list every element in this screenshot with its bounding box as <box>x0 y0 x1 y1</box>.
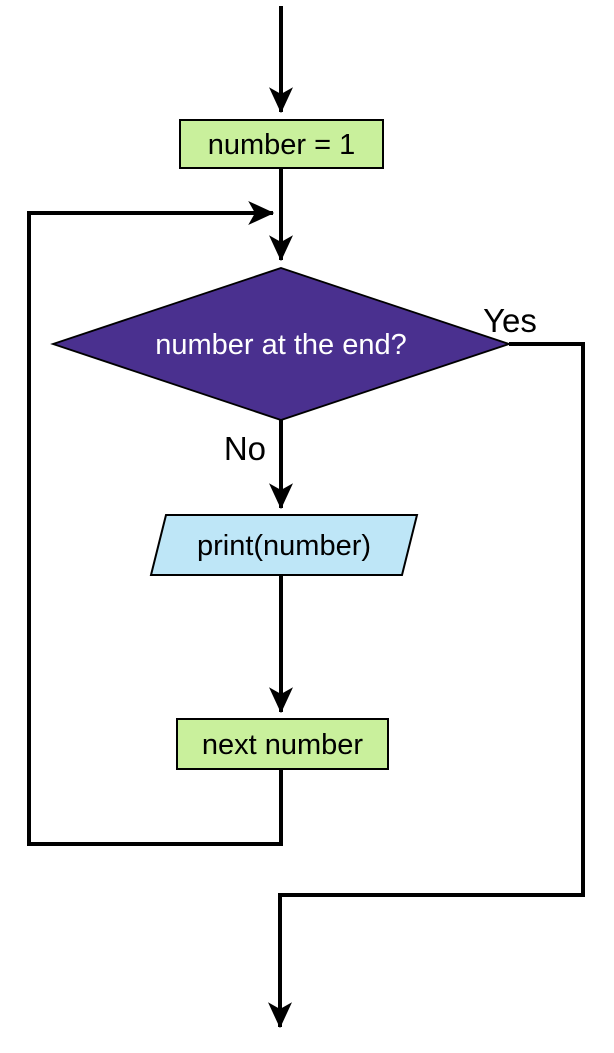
node-print-label: print(number) <box>197 530 371 562</box>
edge-yes-branch-exit <box>268 342 585 1029</box>
edge-label-no: No <box>224 430 266 467</box>
node-decision-label: number at the end? <box>155 329 407 361</box>
edge-loop-back <box>27 201 283 846</box>
node-init-box <box>179 119 384 169</box>
node-print-parallelogram <box>149 514 419 576</box>
node-decision-diamond <box>50 267 512 421</box>
node-next-box <box>176 718 389 770</box>
node-init-label: number = 1 <box>208 129 356 161</box>
edge-label-yes: Yes <box>483 302 537 339</box>
node-next-label: next number <box>202 729 364 761</box>
